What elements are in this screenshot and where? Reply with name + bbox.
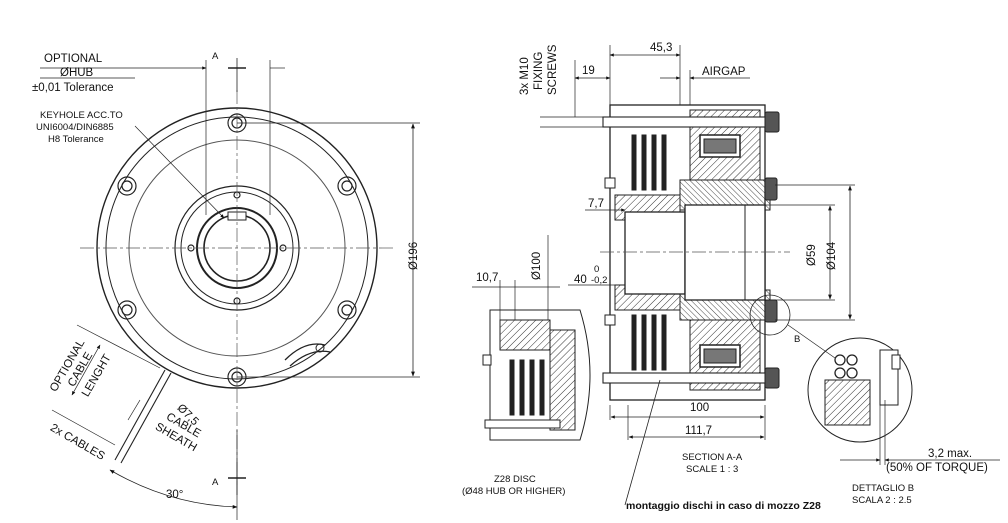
dim-40-label: 40	[574, 274, 587, 286]
montaggio-note: montaggio dischi in caso di mozzo Z28	[626, 500, 821, 512]
airgap-label: AIRGAP	[702, 66, 746, 78]
torque-label: (50% OF TORQUE)	[886, 462, 988, 474]
hub-label: ØHUB	[60, 67, 94, 79]
tolerance-upper: 0	[594, 264, 600, 275]
screws-label-2: FIXING	[533, 51, 545, 90]
dia-100-label: Ø100	[531, 251, 543, 280]
dim-7-7-label: 7,7	[588, 198, 604, 210]
dia-104-label: Ø104	[826, 241, 838, 270]
detail-title: DETTAGLIO B	[852, 483, 915, 494]
z28-detail	[472, 235, 591, 441]
keyhole-label-1: KEYHOLE ACC.TO	[40, 110, 123, 121]
dim-3-2-label: 3,2 max.	[928, 448, 973, 460]
detail-marker: B	[794, 334, 801, 345]
dim-19-label: 19	[582, 65, 595, 77]
dim-100-label: 100	[690, 402, 710, 414]
section-title: SECTION A-A	[682, 452, 743, 463]
front-view	[40, 58, 420, 520]
dia-59-label: Ø59	[806, 244, 818, 266]
keyhole-label-3: H8 Tolerance	[48, 134, 104, 145]
dia-196-label: Ø196	[408, 241, 420, 270]
screws-label-1: 3x M10	[519, 57, 531, 95]
section-mark-top: A	[212, 51, 219, 62]
dim-45-3-label: 45,3	[650, 42, 673, 54]
section-mark-bottom: A	[212, 477, 219, 488]
tolerance-label: ±0,01 Tolerance	[32, 82, 114, 94]
z28-subtitle: (Ø48 HUB OR HIGHER)	[462, 486, 566, 497]
angle-label: 30°	[166, 489, 184, 501]
z28-title: Z28 DISC	[494, 474, 536, 485]
section-a-a	[540, 45, 855, 506]
section-scale: SCALE 1 : 3	[686, 464, 739, 475]
detail-b	[807, 337, 1000, 465]
dim-10-7-label: 10,7	[476, 272, 499, 284]
detail-scale: SCALA 2 : 2.5	[852, 495, 912, 506]
tolerance-lower: -0,2	[591, 275, 608, 286]
keyhole-label-2: UNI6004/DIN6885	[36, 122, 114, 133]
bolt-holes	[117, 113, 357, 387]
optional-label: OPTIONAL	[44, 53, 103, 65]
dim-111-7-label: 111,7	[685, 425, 713, 437]
screws-label-3: SCREWS	[547, 44, 559, 95]
